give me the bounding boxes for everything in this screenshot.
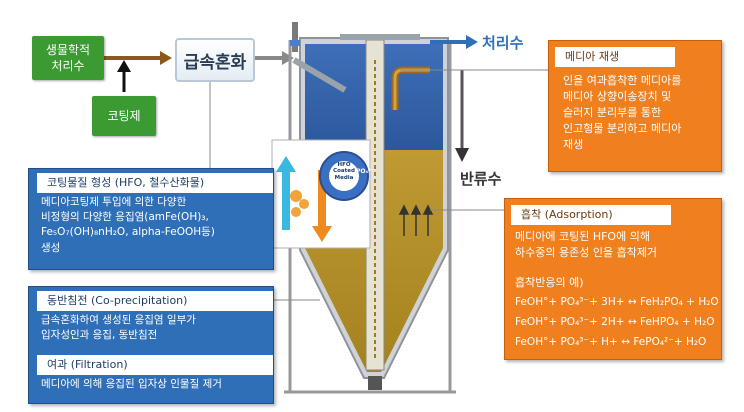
media-badge: HFO Coated Media [330, 162, 358, 181]
coating-formation-title: 코팅물질 형성 (HFO, 철수산화물) [37, 173, 273, 193]
adsorption-panel: 흡착 (Adsorption) 메디아에 코팅된 HFO에 의해 하수중의 용존… [504, 198, 722, 360]
coating-formation-panel: 코팅물질 형성 (HFO, 철수산화물) 메디아코팅제 투입에 의한 다양한 비… [28, 168, 274, 270]
bio-treated-water-box: 생물학적 처리수 [32, 36, 104, 80]
adsorption-body: 메디아에 코팅된 HFO에 의해 하수중의 용존성 인을 흡착제거 [515, 230, 658, 259]
inlet-pipe [290, 22, 347, 93]
media-regeneration-title: 메디아 재생 [555, 47, 675, 67]
rapid-mixer: 급속혼화 [175, 38, 255, 82]
coating-agent-box: 코팅제 [92, 96, 156, 136]
coprecipitation-body: 급속혼화하여 생성된 응집염 일부가 입자성인과 응집, 동반침전 [41, 314, 196, 342]
media-badge-line3: Media [334, 174, 354, 181]
treated-water-arrow [430, 35, 478, 49]
media-badge-po4: PO₄³⁻ [356, 168, 374, 175]
adsorption-equation-3: FeOH°+ PO₄³⁻+ H+ ↔ FePO₄²⁻+ H₂O [515, 336, 707, 348]
callout-lines [209, 69, 548, 301]
return-flow-label: 반류수 [460, 170, 502, 188]
filtration-title: 여과 (Filtration) [37, 355, 273, 375]
media-inset [271, 139, 371, 249]
coprecipitation-title: 동반침전 (Co-precipitation) [37, 291, 273, 311]
media-badge-line2: Coated [333, 168, 355, 175]
adsorption-subtitle: 흡착반응의 예) [515, 276, 584, 289]
filtration-body: 메디아에 의해 응집된 입자상 인물질 제거 [41, 378, 222, 390]
adsorption-title: 흡착 (Adsorption) [511, 205, 671, 225]
media-regeneration-panel: 메디아 재생 인을 여과흡착한 메디아를 메디아 상향이송장치 및 슬러지 분리… [548, 40, 722, 172]
treated-water-label: 처리수 [482, 34, 524, 52]
inflow-arrow [104, 51, 172, 65]
coprecipitation-panel: 동반침전 (Co-precipitation) 급속혼화하여 생성된 응집염 일… [28, 286, 274, 404]
coating-formation-body: 메디아코팅제 투입에 의한 다양한 비정형의 다양한 응집염(amFe(OH)₃… [41, 196, 215, 254]
mixer-outflow-arrow [255, 51, 294, 65]
adsorption-equation-1: FeOH°+ PO₄³⁻+ 3H+ ↔ FeH₂PO₄ + H₂O [515, 296, 719, 308]
coating-arrow [117, 60, 131, 92]
return-flow-pipe [455, 70, 469, 162]
media-regeneration-body: 인을 여과흡착한 메디아를 메디아 상향이송장치 및 슬러지 분리부를 통한 인… [563, 74, 682, 151]
adsorption-equation-2: FeOH°+ PO₄³⁻+ 2H+ ↔ FeHPO₄ + H₂O [515, 316, 715, 328]
media-badge-line1: HFO [337, 162, 351, 168]
